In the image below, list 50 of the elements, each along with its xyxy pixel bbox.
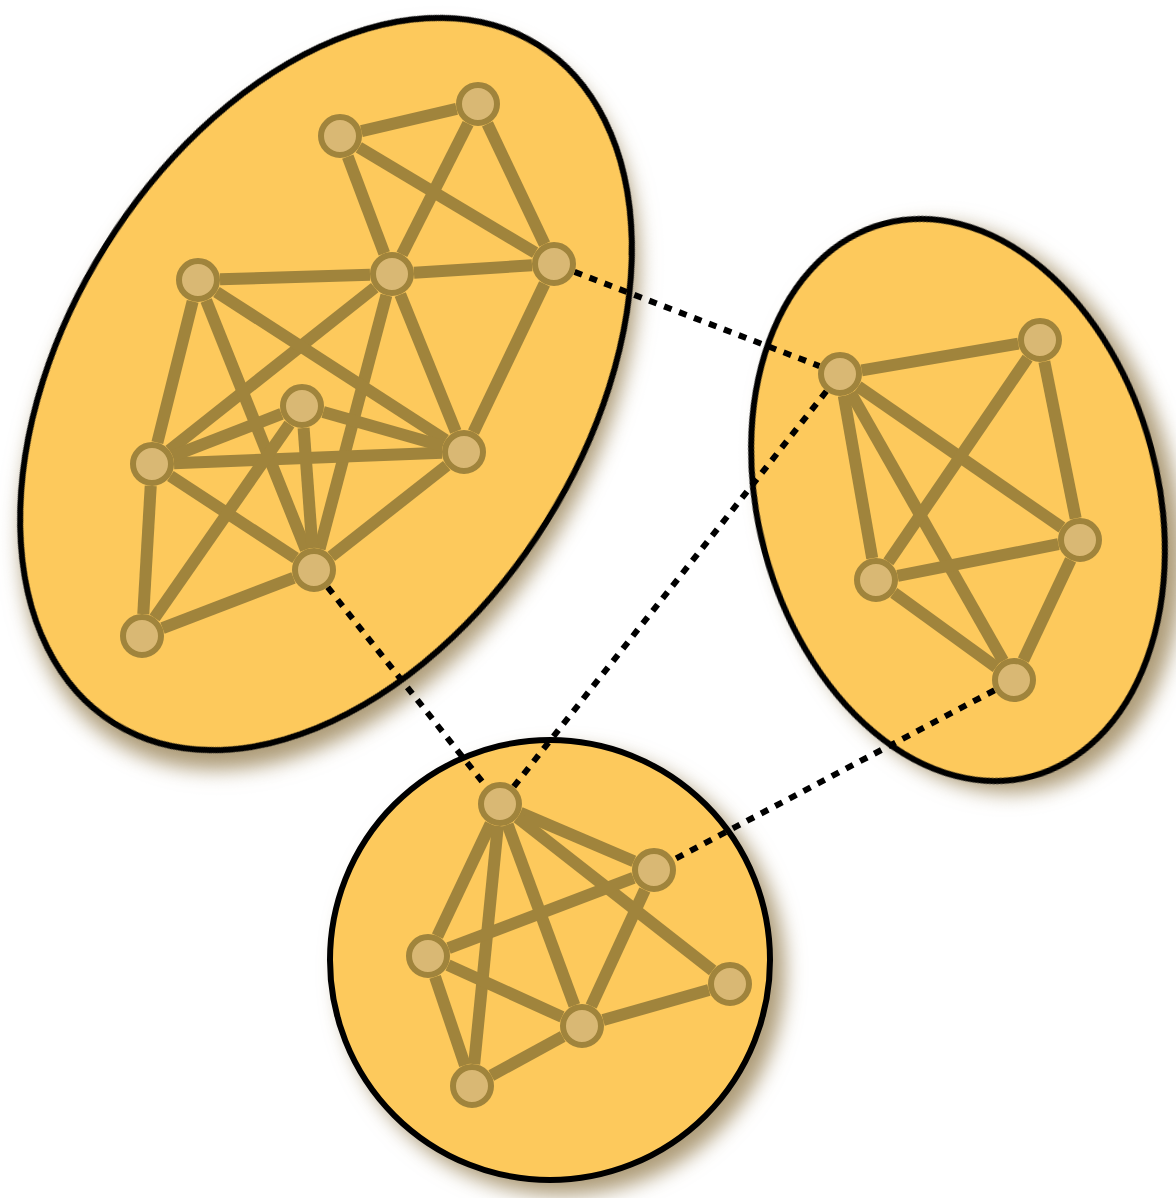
graph-edge xyxy=(837,394,879,560)
graph-edge xyxy=(482,121,550,247)
graph-edge xyxy=(165,282,379,456)
graph-edge xyxy=(896,538,1060,582)
graph-edge xyxy=(854,381,1066,533)
graph-edge xyxy=(219,268,371,286)
graph-edge xyxy=(327,460,451,562)
graph-edge xyxy=(167,471,299,563)
graph-edge xyxy=(297,427,319,549)
graph-edge xyxy=(160,572,296,634)
graph-edge xyxy=(446,872,636,954)
graph-edge xyxy=(890,588,1000,672)
graph-edge xyxy=(342,154,390,256)
community-ellipse xyxy=(748,216,1168,784)
graph-edge xyxy=(1038,360,1082,520)
graph-edge xyxy=(513,812,717,976)
dashed-link xyxy=(511,389,829,789)
graph-edge xyxy=(517,807,637,867)
graph-edge xyxy=(200,298,312,552)
graph-edge xyxy=(429,974,471,1068)
graph-edge xyxy=(396,120,474,258)
graph-edge xyxy=(468,825,504,1065)
graph-edge xyxy=(394,292,462,434)
graph-edge xyxy=(488,1031,566,1081)
graph-edge xyxy=(151,299,199,445)
graph-edge xyxy=(360,103,458,137)
graph-edge xyxy=(883,354,1033,566)
graph-edge xyxy=(413,259,533,279)
graph-edge xyxy=(585,887,651,1009)
graph-edge xyxy=(445,959,565,1023)
graph-edge xyxy=(468,281,550,435)
graph-edge xyxy=(1017,557,1077,663)
graph-edge xyxy=(149,420,295,622)
graph-edge xyxy=(432,821,496,939)
graph-edge xyxy=(313,293,393,551)
graph-edge xyxy=(137,485,157,615)
dashed-link xyxy=(573,269,821,369)
dashed-link xyxy=(672,687,996,863)
graph-edge xyxy=(213,286,449,446)
dashed-link xyxy=(325,585,489,789)
community-ellipse xyxy=(16,16,636,752)
community-circle xyxy=(326,736,774,1184)
graph-edge xyxy=(173,446,443,470)
graph-edge xyxy=(860,337,1020,377)
graph-edge xyxy=(170,408,284,462)
graph-edge xyxy=(845,390,1009,664)
graph-edge xyxy=(601,984,711,1026)
graph-edge xyxy=(355,142,539,258)
graph-edge xyxy=(502,822,580,1008)
graph-edge xyxy=(321,406,445,452)
